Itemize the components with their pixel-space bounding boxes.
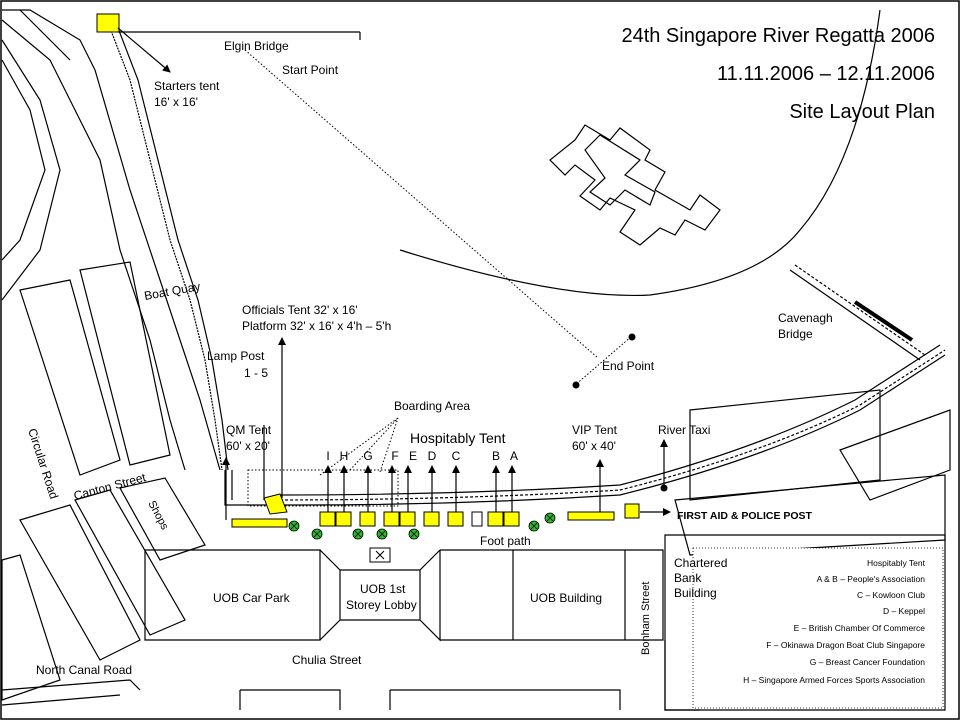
tent-f-icon <box>383 511 400 527</box>
foot-path-label: Foot path <box>480 534 531 548</box>
legend-entry: H – Singapore Armed Forces Sports Associ… <box>743 675 925 685</box>
lamp-post-icon <box>528 520 540 532</box>
uob-lobby-label-2: Storey Lobby <box>346 598 417 612</box>
tent-letter: H <box>340 449 349 463</box>
chulia-street-label: Chulia Street <box>292 653 362 667</box>
tent-i-icon <box>319 511 336 527</box>
legend-entry: E – British Chamber Of Commerce <box>794 623 926 633</box>
lamp-post-icon <box>352 528 364 540</box>
lamp-post-icon <box>544 512 556 524</box>
tent-letter: E <box>409 449 417 463</box>
legend-entry: F – Okinawa Dragon Boat Club Singapore <box>766 640 925 650</box>
lamp-posts <box>288 512 556 540</box>
qm-tent-size: 60' x 20' <box>226 439 270 453</box>
circular-road-label: Circular Road <box>25 427 61 501</box>
vip-tent-label: VIP Tent <box>572 423 618 437</box>
starters-tent-icon <box>96 13 120 33</box>
river-taxi-label: River Taxi <box>658 423 710 437</box>
qm-tent-icon <box>231 518 288 528</box>
end-point-dot-a-icon <box>628 333 636 341</box>
title-line-3: Site Layout Plan <box>789 101 935 123</box>
tent-letter: F <box>391 449 398 463</box>
end-point-label: End Point <box>602 359 655 373</box>
tent-a-icon <box>503 511 520 527</box>
uob-car-park-label: UOB Car Park <box>213 591 291 605</box>
lamp-post-icon <box>408 528 420 540</box>
legend-entry: G – Breast Cancer Foundation <box>810 657 926 667</box>
legend-box <box>692 547 944 709</box>
boat-quay-label: Boat Quay <box>143 279 201 303</box>
tent-h-icon <box>335 511 352 527</box>
uob-blocks <box>1 549 700 711</box>
start-point-label: Start Point <box>282 63 339 77</box>
officials-tent-label: Officials Tent 32' x 16' <box>242 303 358 317</box>
tent-e-icon <box>399 511 416 527</box>
cavenagh-curve <box>399 9 926 361</box>
left-building-blocks <box>1 261 206 701</box>
tent-g-icon <box>359 511 376 527</box>
legend-heading: Hospitably Tent <box>867 558 926 568</box>
platform-label: Platform 32' x 16' x 4'h – 5'h <box>242 319 391 333</box>
boarding-area-label: Boarding Area <box>394 399 470 413</box>
legend-entry: D – Keppel <box>883 606 925 616</box>
bonham-street-label: Bonham Street <box>640 582 652 655</box>
legend: Hospitably Tent A & B – People's Associa… <box>743 558 926 685</box>
tent-letters: I H G F E D C B A <box>326 449 518 463</box>
tent-blank-icon <box>471 511 483 527</box>
tent-b-icon <box>487 511 504 527</box>
label-arrows <box>222 337 671 520</box>
starters-tent-size: 16' x 16' <box>154 95 198 109</box>
end-point-dot-b-icon <box>572 381 580 389</box>
chartered-label-1: Chartered <box>674 556 727 570</box>
first-aid-label: FIRST AID & POLICE POST <box>677 510 813 522</box>
legend-entry: A & B – People's Association <box>817 574 926 584</box>
tent-letter: I <box>326 449 329 463</box>
cavenagh-bridge-label-2: Bridge <box>778 327 813 341</box>
vip-tent-icon <box>567 511 615 521</box>
cavenagh-bridge <box>853 300 914 342</box>
tent-letter: B <box>492 449 500 463</box>
cavenagh-bridge-label-1: Cavenagh <box>778 311 833 325</box>
vip-tent-size: 60' x 40' <box>572 439 616 453</box>
tent-letter: C <box>452 449 461 463</box>
legend-entry: C – Kowloon Club <box>857 590 925 600</box>
lamp-post-label: Lamp Post <box>207 349 265 363</box>
shops-label: Shops <box>145 499 170 533</box>
uob-lobby-label-1: UOB 1st <box>360 582 406 596</box>
lamp-post-icon <box>288 520 300 532</box>
course-lines <box>244 49 633 507</box>
lamp-post-icon <box>311 528 323 540</box>
qm-tent-label: QM Tent <box>226 423 272 437</box>
elgin-bridge-label: Elgin Bridge <box>224 39 289 53</box>
tent-letter: G <box>363 449 372 463</box>
canton-street-label: Canton Street <box>72 470 148 503</box>
officials-platform-icon <box>263 493 288 515</box>
tent-c-icon <box>447 511 464 527</box>
tent-letter: D <box>428 449 437 463</box>
uob-building-label: UOB Building <box>530 591 602 605</box>
tent-d-icon <box>423 511 440 527</box>
title-line-2: 11.11.2006 – 12.11.2006 <box>717 63 935 85</box>
hospitably-tent-label: Hospitably Tent <box>410 430 506 446</box>
chartered-label-2: Bank <box>674 571 702 585</box>
left-city-blocks <box>1 9 361 471</box>
north-canal-road-label: North Canal Road <box>36 663 132 677</box>
central-building <box>549 124 721 246</box>
chartered-label-3: Building <box>674 586 717 600</box>
lamp-post-icon <box>376 528 388 540</box>
lamp-post-range: 1 - 5 <box>244 366 268 380</box>
tent-letter: A <box>510 449 518 463</box>
starters-tent-label: Starters tent <box>154 79 220 93</box>
first-aid-post-icon <box>624 503 640 519</box>
title-line-1: 24th Singapore River Regatta 2006 <box>621 25 935 47</box>
